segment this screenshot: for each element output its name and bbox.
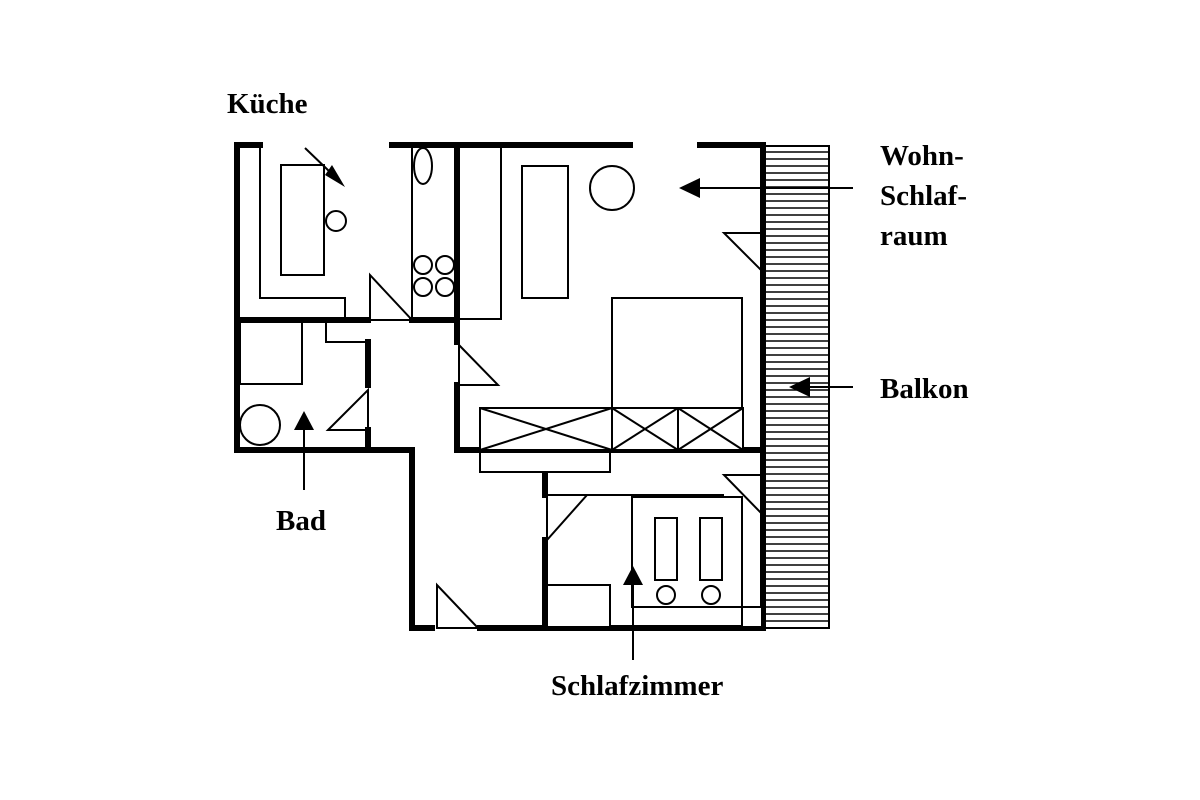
kitchen-furniture [259,145,455,321]
kitchen-table [280,164,325,276]
bed [611,297,743,409]
balcony [764,145,830,629]
entry-door [436,582,481,629]
label-bad: Bad [276,505,326,537]
bath-counter [325,322,368,343]
pillow-left [654,517,678,581]
living-door [458,342,501,386]
bedroom-desk [546,584,611,628]
round-table [589,165,635,211]
stove-burner-4 [435,277,455,297]
kueche-arrow-icon [325,165,345,187]
label-schlafzimmer: Schlafzimmer [551,670,724,702]
stove-burner-1 [413,255,433,275]
pillow-right [699,517,723,581]
label-balkon: Balkon [880,373,969,405]
balcony-door-living [721,232,764,275]
label-pointers [294,165,853,660]
kitchen-chair [325,210,347,232]
nightstand-left [656,585,676,605]
balkon-arrow-icon [789,377,810,397]
label-wohn-line1: Wohn- [880,140,964,172]
walls [234,142,766,631]
nightstand-right [701,585,721,605]
living-cabinet [458,146,502,320]
shower [239,404,281,446]
schlafzimmer-arrow-icon [623,566,643,585]
label-wohn-line3: raum [880,220,948,252]
living-furniture [458,146,764,473]
living-sideboard [479,451,611,473]
bathtub [239,321,303,385]
sofa [521,165,569,299]
label-wohn-line2: Schlaf- [880,180,967,212]
stove-burner-2 [435,255,455,275]
balcony-hatching [765,151,829,622]
label-kueche: Küche [227,88,308,120]
bad-arrow-icon [294,411,314,430]
bedroom-bed [631,496,743,608]
bath-door [325,387,369,431]
wohn-arrow-icon [679,178,700,198]
bedroom-door [546,494,590,543]
bath-furniture [239,321,369,446]
stove-burner-3 [413,277,433,297]
kitchen-door-swing [304,147,331,173]
balcony-door-bedroom [721,474,764,518]
bedroom-furniture [546,474,764,628]
kitchen-door [369,272,415,321]
sink [413,147,433,185]
